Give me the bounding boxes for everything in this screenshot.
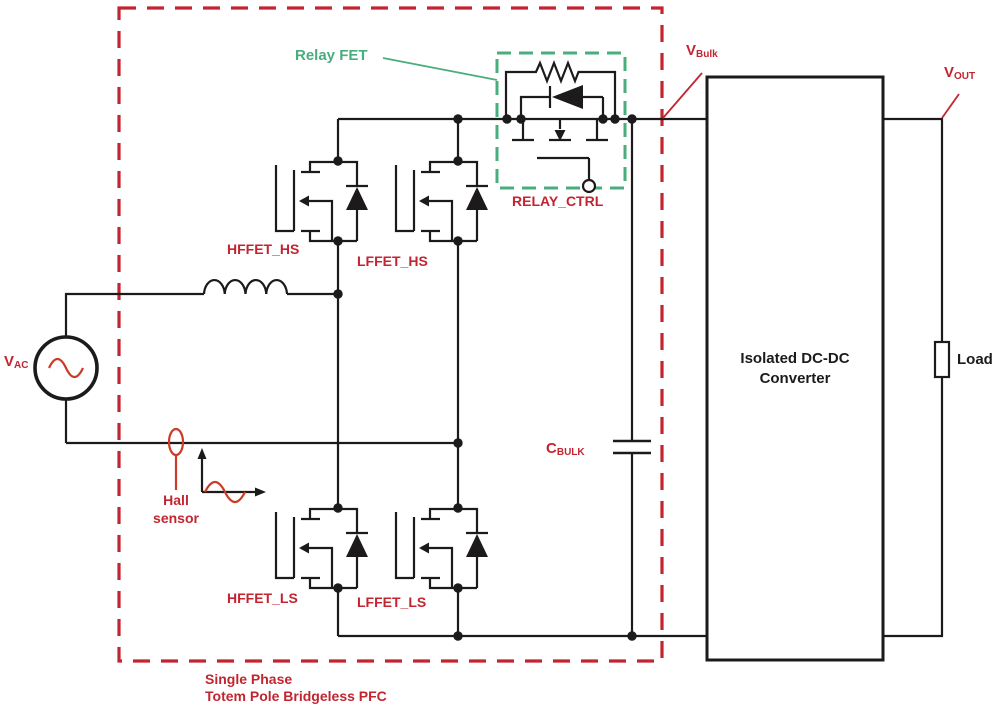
current-waveform-icon <box>197 448 266 504</box>
converter-label: Isolated DC-DC Converter <box>740 349 850 387</box>
current-sine-glyph <box>204 480 246 504</box>
mosfet-hffet-hs-icon <box>274 160 370 243</box>
hf-leg-wire <box>336 119 707 638</box>
mosfet-lffet-hs-icon <box>394 160 490 243</box>
boost-inductor-icon <box>202 278 289 295</box>
relay-fet-label: Relay FET <box>295 47 368 64</box>
mosfet-lffet-ls-icon <box>394 507 490 590</box>
bulk-capacitor-icon <box>613 439 651 455</box>
hall-sensor-icon <box>167 427 185 490</box>
vout-leader-line <box>941 93 960 119</box>
relay-fet-network <box>504 59 617 194</box>
hffet-ls-label: HFFET_LS <box>227 590 298 606</box>
vbulk-label: VBulk <box>686 42 718 60</box>
output-loop-wire <box>882 117 944 638</box>
relay-fet-leader-line <box>382 57 498 81</box>
cbulk-label: CBULK <box>546 440 585 458</box>
vout-label: VOUT <box>944 64 976 82</box>
ac-sine-glyph <box>48 357 84 379</box>
hall-sensor-label: Hall sensor <box>153 492 199 526</box>
mosfet-hffet-ls-icon <box>274 507 370 590</box>
relay-mosfet-icon <box>512 119 608 194</box>
hffet-hs-label: HFFET_HS <box>227 241 300 257</box>
lffet-hs-label: LFFET_HS <box>357 253 428 269</box>
ac-source-icon <box>33 335 99 401</box>
pfc-boundary-box <box>117 6 664 663</box>
ac-neutral-wire <box>64 399 458 445</box>
diagram-title: Single Phase Totem Pole Bridgeless PFC <box>205 671 387 704</box>
vac-label: VAC <box>4 353 29 371</box>
lffet-ls-label: LFFET_LS <box>357 594 427 610</box>
load-label: Load <box>957 351 993 368</box>
junction-dots <box>333 114 637 641</box>
vbulk-leader-line <box>662 72 703 119</box>
bypass-diode-icon <box>519 85 605 119</box>
converter-box <box>705 75 885 662</box>
bypass-resistor-icon <box>504 59 617 119</box>
load-resistor-icon <box>933 340 951 379</box>
relay-ctrl-label: RELAY_CTRL <box>512 193 604 209</box>
ac-line-wire <box>64 292 338 337</box>
relay-ctrl-terminal <box>581 178 597 194</box>
